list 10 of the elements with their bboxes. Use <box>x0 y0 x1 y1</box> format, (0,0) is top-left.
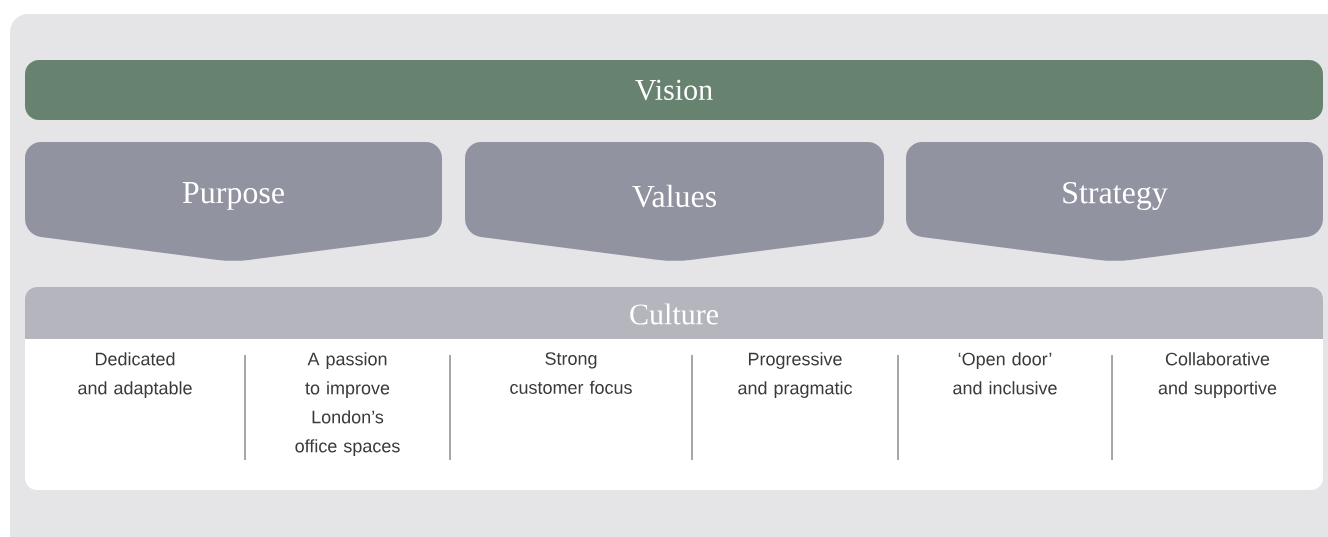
cell-text: A passion to improve London’s office spaces <box>295 352 400 456</box>
cell-text: Strong customer focus <box>510 352 632 394</box>
pointed-box: Purpose <box>25 142 442 261</box>
cell-text: Dedicated and adaptable <box>78 352 192 398</box>
pointed-box: Values <box>465 142 884 261</box>
pointed-box: Strategy <box>906 142 1323 261</box>
cell-text: Progressive and pragmatic <box>738 352 853 398</box>
cell-text: ‘Open door’ and inclusive <box>953 352 1057 395</box>
cell-text: Collaborative and supportive <box>1158 352 1277 398</box>
banner: Vision <box>25 60 1323 120</box>
